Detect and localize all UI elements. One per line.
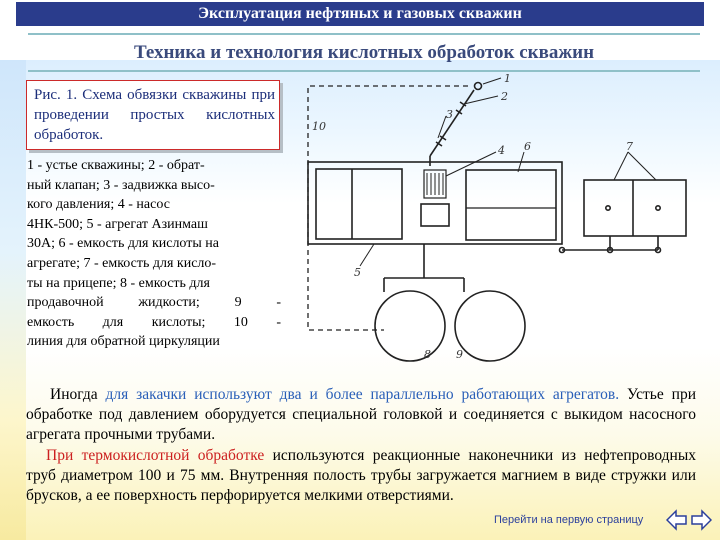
wellhead-pipe [429,89,475,157]
acid-tank-6 [465,169,557,241]
header-title: Эксплуатация нефтяных и газовых скважин [16,2,704,26]
connection-node [654,246,662,254]
pump-hatching [426,173,444,195]
label-2: 2 [500,90,508,103]
p2-text-end: используются реакционные наконечники из … [26,447,697,504]
trailer-tank-7 [583,179,687,237]
trailer-hatch [604,205,611,212]
wellhead [473,81,483,91]
leader-1 [482,77,502,85]
legend-line: 4НК-500; 5 - агрегат Азинмаш [27,216,208,232]
figure-caption-box: Рис. 1. Схема обвязки скважины при прове… [26,80,280,150]
check-valve [455,101,467,115]
nav-arrows [666,509,712,531]
legend-line: емкость для кислоты; 10 - [27,314,281,330]
body-paragraph-1: Иногда для закачки используют два и боле… [26,385,696,445]
leader-4 [445,151,497,177]
connection-node [558,246,566,254]
label-5: 5 [354,266,361,279]
figure-legend: 1 - устье скважины; 2 - обрат- ный клапа… [27,156,281,352]
first-page-link[interactable]: Перейти на первую страницу [494,514,644,526]
label-3: 3 [446,108,453,121]
legend-line: ный клапан; 3 - задвижка высо- [27,177,215,193]
back-arrow-icon[interactable] [666,509,687,531]
divider-bottom [28,70,700,72]
leader-3 [437,115,447,139]
pump-base [420,203,450,227]
label-1: 1 [504,74,511,85]
forward-arrow-icon[interactable] [691,509,712,531]
legend-line: 1 - устье скважины; 2 - обрат- [27,158,205,173]
leader-7 [613,151,657,181]
label-10: 10 [312,120,326,133]
label-7: 7 [626,140,633,153]
leader-5 [359,243,375,267]
leader-2 [463,95,499,105]
trailer-hatch [654,205,661,212]
pump-4 [423,169,447,199]
connection-node [606,246,614,254]
label-6: 6 [524,140,531,153]
manifold-line [383,244,465,292]
divider-top [28,33,700,35]
label-9: 9 [456,348,463,361]
gate-valve [435,135,447,147]
p1-highlight: для закачки используют два и более парал… [105,386,620,403]
legend-line: линия для обратной циркуляции [27,334,220,350]
p2-highlight: При термокислотной обработке [46,447,265,464]
p1-text-start: Иногда [50,386,106,403]
legend-line: 30А; 6 - емкость для кислоты на [27,236,219,252]
well-piping-diagram: 1 2 3 4 5 6 7 8 9 10 [307,74,687,362]
label-4: 4 [497,144,505,157]
flush-tank-8 [374,290,446,362]
legend-line: кого давления; 4 - насос [27,197,170,213]
background-left-strip [0,60,26,540]
legend-line: продавочной жидкости; 9 - [27,295,281,311]
acid-unit-5 [307,161,563,245]
p1-text-end: Устье при обработке под давлением оборуд… [26,386,696,443]
legend-line: ты на прицепе; 8 - емкость для [27,275,210,291]
acid-tank-9 [454,290,526,362]
leader-6 [517,151,525,173]
body-paragraph-2: При термокислотной обработке используютс… [26,446,696,506]
slide-subtitle: Техника и технология кислотных обработок… [133,42,595,63]
unit-cab [315,168,403,240]
label-8: 8 [424,348,431,361]
figure-caption: Рис. 1. Схема обвязки скважины при прове… [34,87,275,143]
legend-line: агрегате; 7 - емкость для кисло- [27,255,217,271]
